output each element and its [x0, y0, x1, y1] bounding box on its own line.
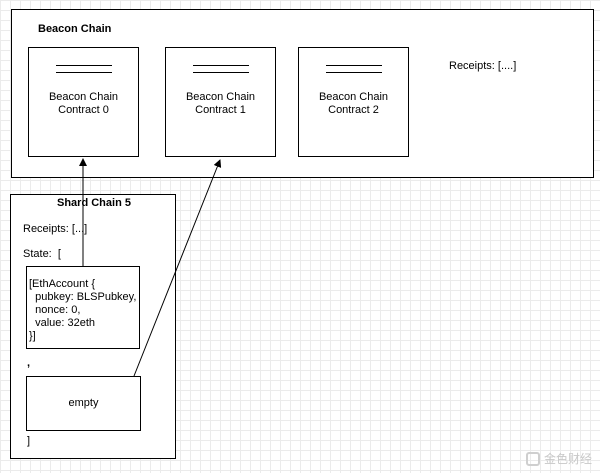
- shard-receipts: Receipts: [...]: [23, 223, 88, 235]
- shard-state-close: ]: [27, 435, 31, 447]
- contract-label-line2: Contract 0: [58, 104, 109, 116]
- doc-line: [326, 65, 382, 66]
- doc-line: [193, 72, 249, 73]
- beacon-contract-0: Beacon Chain Contract 0: [28, 47, 139, 157]
- shard-state-open: State: [: [23, 248, 61, 260]
- doc-line: [56, 65, 112, 66]
- account-line-3: nonce: 0,: [29, 304, 81, 316]
- beacon-contract-2: Beacon Chain Contract 2: [298, 47, 409, 157]
- contract-label-line1: Beacon Chain: [48, 91, 119, 103]
- eth-account-box: [EthAccount { pubkey: BLSPubkey, nonce: …: [26, 266, 140, 349]
- contract-label-line1: Beacon Chain: [185, 91, 256, 103]
- contract-label-line2: Contract 2: [328, 104, 379, 116]
- watermark-logo-icon: [525, 451, 540, 466]
- doc-line: [326, 72, 382, 73]
- beacon-receipts: Receipts: [....]: [449, 60, 517, 72]
- contract-label-line2: Contract 1: [195, 104, 246, 116]
- watermark: 金色财经: [525, 450, 592, 467]
- empty-label: empty: [68, 397, 99, 409]
- shard-chain-title: Shard Chain 5: [57, 197, 131, 209]
- account-line-5: }]: [29, 330, 36, 342]
- contract-label-line1: Beacon Chain: [318, 91, 389, 103]
- empty-slot-box: empty: [26, 376, 141, 431]
- account-line-4: value: 32eth: [29, 317, 96, 329]
- beacon-contract-1: Beacon Chain Contract 1: [165, 47, 276, 157]
- beacon-chain-title: Beacon Chain: [38, 23, 112, 35]
- state-comma: ,: [27, 357, 31, 369]
- doc-line: [193, 65, 249, 66]
- account-line-1: [EthAccount {: [29, 278, 96, 290]
- doc-line: [56, 72, 112, 73]
- watermark-text: 金色财经: [543, 452, 592, 466]
- account-line-2: pubkey: BLSPubkey,: [29, 291, 137, 303]
